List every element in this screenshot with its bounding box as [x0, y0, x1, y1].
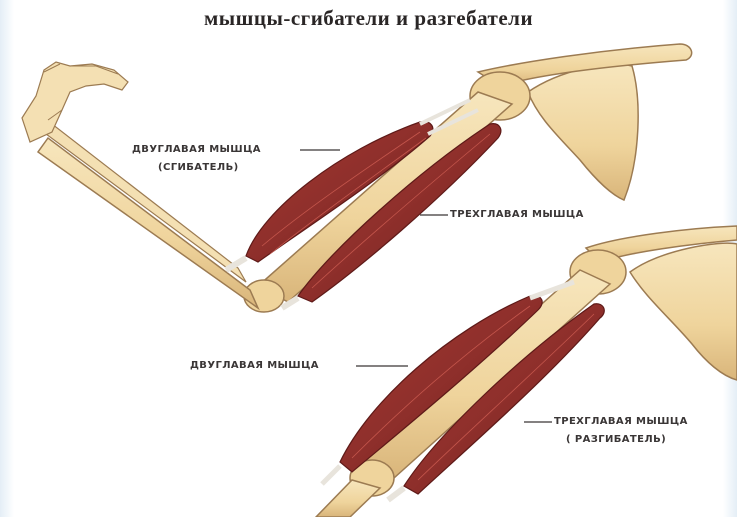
- label-triceps-top: ТРЕХГЛАВАЯ МЫШЦА: [450, 209, 584, 220]
- label-biceps-top-note: (СГИБАТЕЛЬ): [158, 162, 239, 173]
- label-biceps-top: ДВУГЛАВАЯ МЫШЦА: [132, 144, 261, 155]
- bottom-humerus: [364, 270, 610, 478]
- bottom-forearm: [316, 480, 380, 517]
- label-triceps-bottom: ТРЕХГЛАВАЯ МЫШЦА: [554, 416, 688, 427]
- bottom-arm: [316, 226, 737, 517]
- label-biceps-bottom: ДВУГЛАВАЯ МЫШЦА: [190, 360, 319, 371]
- top-scapula: [528, 64, 638, 200]
- bottom-scapula: [630, 243, 737, 380]
- label-triceps-bottom-note: ( РАЗГИБАТЕЛЬ): [566, 434, 666, 445]
- top-hand: [22, 62, 128, 142]
